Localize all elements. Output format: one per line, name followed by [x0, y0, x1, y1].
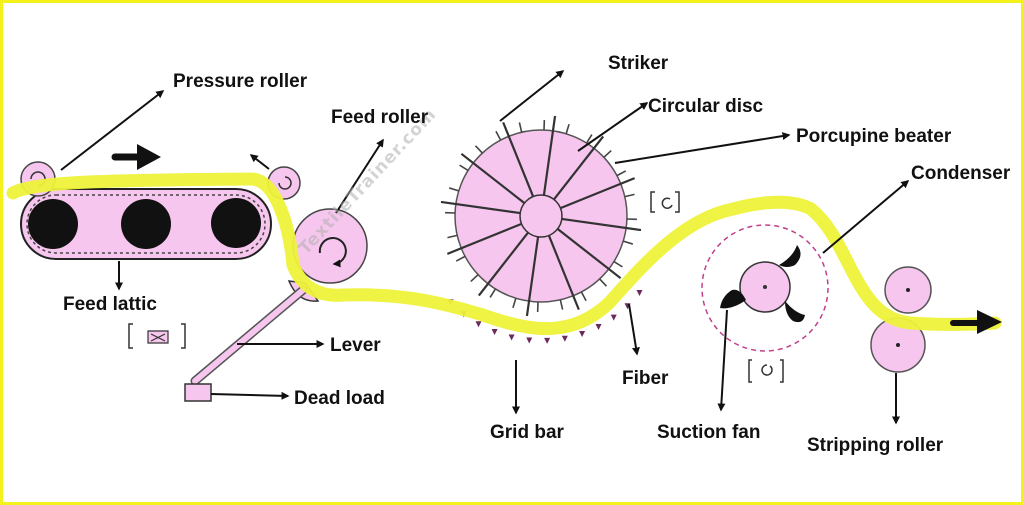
striker-pin: [565, 123, 570, 134]
label-grid-bar: Grid bar: [490, 422, 564, 443]
striker-pin: [495, 130, 502, 141]
grid-bar: [636, 289, 643, 296]
striker-pin: [559, 299, 564, 310]
beater-arm: [525, 236, 540, 317]
lattice-roller-middle: [121, 199, 171, 249]
arrow-feed-roller: [335, 138, 384, 214]
label-porcupine-beater: Porcupine beater: [796, 126, 952, 147]
label-fiber: Fiber: [622, 368, 669, 389]
striker-pin: [447, 234, 458, 239]
striker-pin: [616, 170, 627, 177]
label-lever: Lever: [330, 335, 381, 356]
striker-pin: [518, 122, 523, 133]
grid-bar: [544, 337, 551, 344]
label-feed-lattic: Feed lattic: [63, 294, 157, 315]
striker-pin: [580, 291, 587, 302]
beater-arm: [477, 231, 529, 297]
fiber-path: [6, 172, 1002, 335]
grid-bar: [595, 323, 602, 330]
label-condenser: Condenser: [911, 163, 1011, 184]
striker-pin: [470, 274, 479, 283]
beater-direction-icon: [650, 191, 680, 213]
striker-pin: [459, 164, 469, 172]
label-pressure-roller: Pressure roller: [173, 71, 308, 92]
beater-arm: [542, 115, 557, 196]
striker-pin: [489, 288, 497, 298]
feed-roller: [287, 208, 368, 302]
striker-pin: [613, 260, 623, 268]
dead-load-block: [184, 383, 212, 402]
arrow-suction-fan: [717, 309, 728, 412]
beater-arm: [561, 217, 642, 232]
label-striker: Striker: [608, 53, 669, 74]
striker-pin: [599, 278, 608, 287]
lattice-roller-left: [28, 199, 78, 249]
beater-arm: [547, 235, 580, 311]
arrow-pressure-roller: [60, 90, 165, 171]
label-suction-fan: Suction fan: [657, 422, 761, 443]
arrow-dead-load: [210, 391, 290, 400]
feed-lattice-direction-icon: [128, 323, 186, 349]
porcupine-opener-drawing: [6, 70, 1002, 425]
beater-arm: [553, 135, 605, 201]
striker-pin: [623, 240, 634, 245]
feed-lattice: [20, 188, 272, 260]
label-circular-disc: Circular disc: [648, 96, 764, 117]
arrow-fiber: [628, 303, 640, 356]
arrow-striker: [499, 70, 565, 122]
grid-bar: [561, 335, 568, 342]
arrow-circular-disc: [577, 102, 649, 152]
striker-pin: [512, 298, 517, 309]
stripping-rollers: [870, 266, 932, 373]
lattice-direction-arrow: [111, 144, 161, 170]
arrow-condenser: [822, 180, 910, 254]
grid-bar: [610, 314, 617, 321]
label-dead-load: Dead load: [294, 388, 385, 409]
grid-bar: [491, 329, 498, 336]
grid-bar: [508, 334, 515, 341]
grid-bar: [475, 321, 482, 328]
label-feed-roller: Feed roller: [331, 107, 429, 128]
grid-bar: [526, 337, 533, 344]
arrow-pressure-roller-right: [249, 154, 270, 170]
leader-arrows: [60, 70, 910, 425]
label-stripping-roller: Stripping roller: [807, 435, 944, 456]
fan-blade-left: [720, 289, 746, 309]
beater-shaft: [519, 194, 563, 238]
suction-fan-housing: [701, 224, 829, 352]
striker-pin: [585, 134, 593, 144]
arrow-porcupine-beater: [614, 132, 791, 164]
beater-arm: [440, 200, 521, 215]
porcupine-beater: [440, 115, 642, 317]
fan-blade-right: [785, 301, 805, 323]
beater-arm: [556, 228, 622, 280]
suction-fan: [701, 224, 829, 352]
striker-pin: [455, 255, 466, 262]
striker-pin: [624, 193, 635, 198]
beater-arm: [446, 222, 522, 255]
beater-arm: [560, 177, 636, 210]
grid-bar: [579, 331, 586, 338]
beater-arm: [502, 121, 535, 197]
striker-pin: [474, 145, 483, 154]
delivery-direction-arrow: [950, 310, 1002, 334]
striker-pin: [603, 149, 612, 158]
suction-fan-direction-icon: [748, 359, 784, 383]
lattice-roller-right: [211, 198, 261, 248]
striker-pin: [448, 187, 459, 192]
beater-arm: [460, 152, 526, 204]
fan-blade-top: [779, 245, 801, 267]
